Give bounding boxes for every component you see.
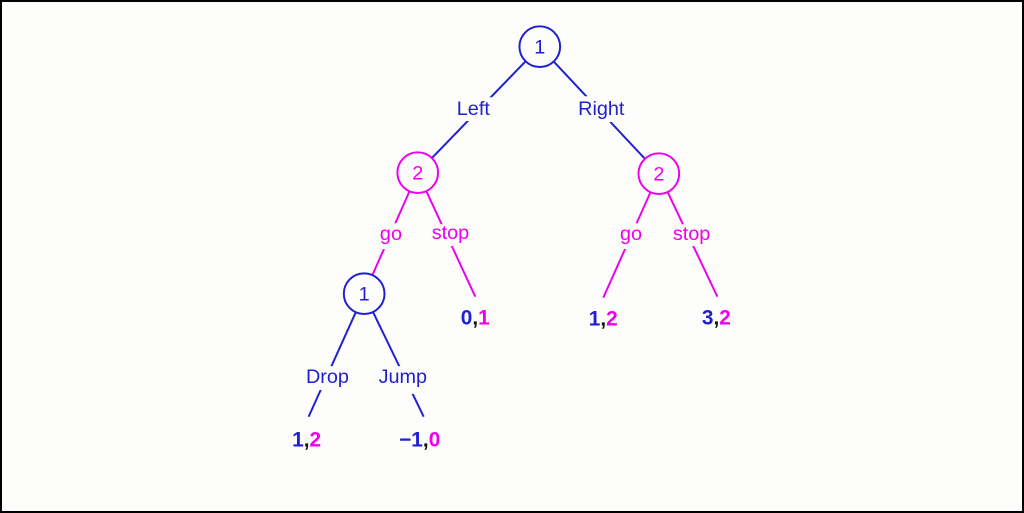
edge-label-bg-right [573, 96, 632, 123]
payoff-stop-left-sep: , [472, 306, 478, 329]
lower1-node-circle [342, 272, 386, 316]
edge-drop [307, 293, 366, 418]
edge-label-left: Left [457, 98, 491, 120]
payoff-jump-p2: 0 [429, 429, 441, 452]
edge-label-bg-stop-left [426, 224, 475, 247]
edge-label-bg-go-left [374, 223, 408, 250]
edge-label-bg-go-right [614, 223, 648, 250]
left2-node-circle [396, 151, 440, 194]
edge-label-drop: Drop [306, 366, 349, 388]
payoff-stop-left: 0,1 [461, 306, 490, 329]
right2-node-label: 2 [653, 164, 664, 186]
payoff-stop-right-sep: , [713, 306, 719, 329]
payoff-go-right-sep: , [600, 307, 606, 330]
lower1-node-label: 1 [359, 284, 370, 306]
payoff-jump-sep: , [423, 429, 429, 452]
payoff-drop-p2: 2 [310, 429, 322, 452]
payoff-drop-sep: , [304, 429, 310, 452]
payoff-drop-p1: 1 [292, 429, 304, 452]
payoff-stop-left-p1: 0 [461, 306, 473, 329]
payoff-go-right-p2: 2 [606, 307, 618, 330]
edge-label-bg-drop [299, 366, 354, 390]
edge-label-right: Right [578, 98, 625, 120]
payoff-stop-right-p1: 3 [702, 306, 714, 329]
edge-label-stop-left: stop [432, 222, 469, 244]
root-node-label: 1 [534, 37, 545, 59]
left2-node-label: 2 [412, 163, 423, 185]
edge-label-bg-jump [376, 366, 430, 394]
payoff-jump-p1: −1 [399, 429, 423, 452]
root-node-circle [518, 25, 562, 68]
edge-label-stop-right: stop [673, 223, 710, 245]
edge-label-bg-stop-right [665, 224, 716, 247]
payoff-stop-right: 3,2 [702, 306, 731, 329]
edge-label-go-left: go [380, 223, 402, 245]
edge-jump [363, 293, 425, 418]
payoff-go-right-p1: 1 [589, 307, 601, 330]
payoff-jump: −1,0 [399, 429, 440, 452]
payoff-go-right: 1,2 [589, 307, 618, 330]
payoff-drop: 1,2 [292, 429, 321, 452]
right2-node-circle [637, 152, 681, 195]
edge-label-go-right: go [620, 223, 642, 245]
edge-label-bg-left [451, 97, 498, 122]
payoff-stop-right-p2: 2 [719, 306, 731, 329]
edge-label-jump: Jump [379, 366, 428, 388]
payoff-stop-left-p2: 1 [478, 306, 490, 329]
